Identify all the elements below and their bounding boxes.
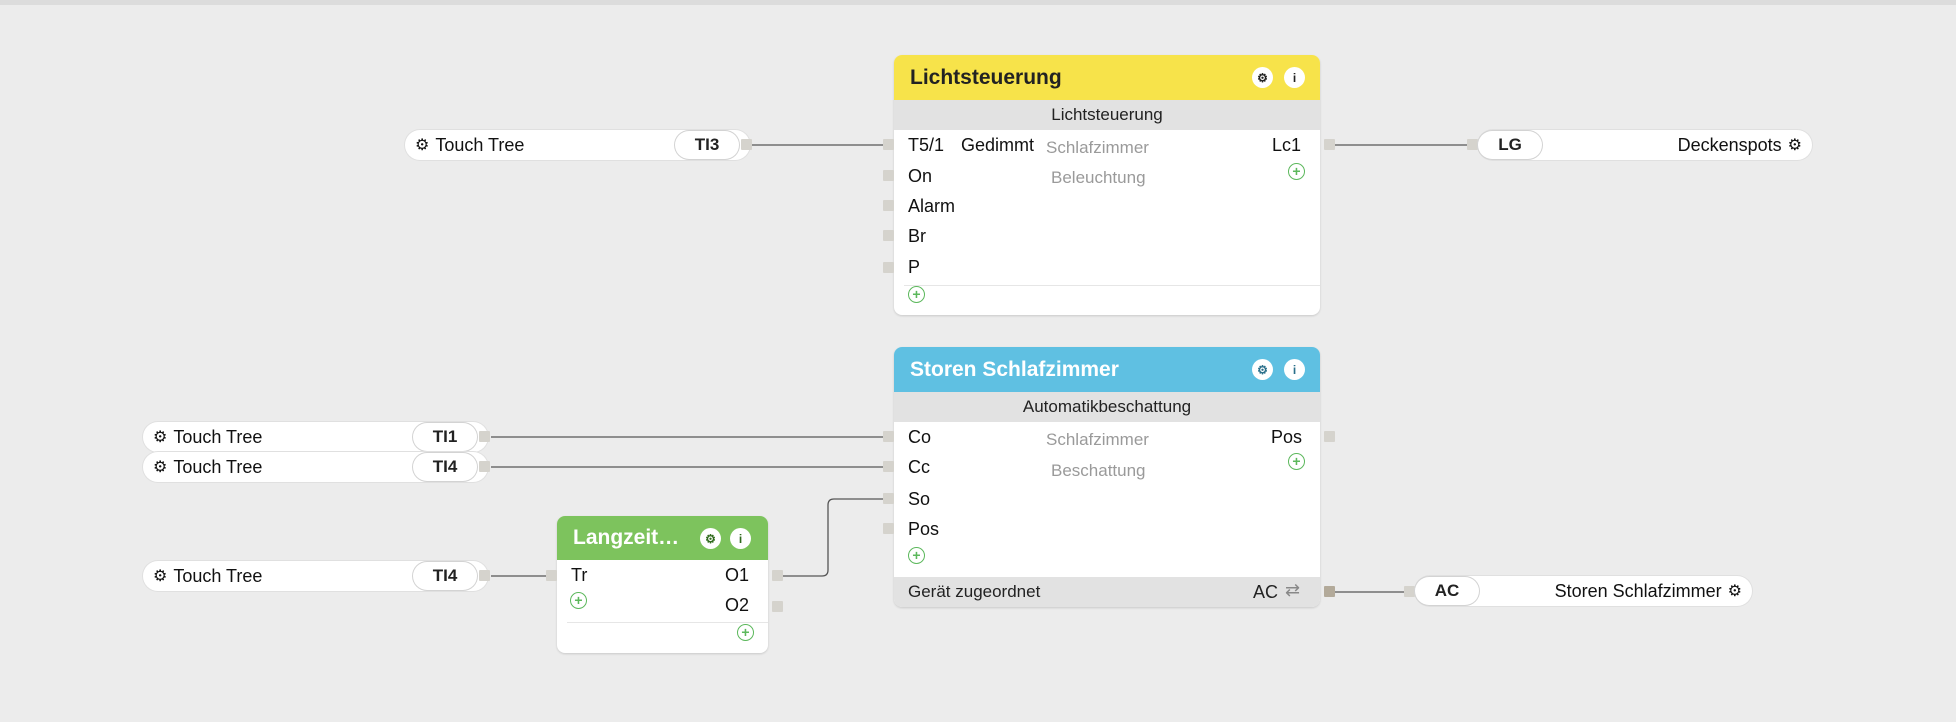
input-port[interactable] [883, 200, 894, 211]
device-port[interactable] [1324, 586, 1335, 597]
input-pin[interactable]: T5/1 [908, 135, 945, 155]
ref-tag: AC [1415, 577, 1479, 605]
block-type: Lichtsteuerung [894, 100, 1320, 130]
input-ref-ti3[interactable]: ⚙ Touch Tree TI3 [405, 130, 750, 160]
ref-tag: TI4 [413, 453, 477, 481]
device-assigned-value: AC [1253, 582, 1279, 602]
add-input-icon[interactable]: + [570, 592, 587, 609]
input-port[interactable] [883, 139, 894, 150]
ref-tag: TI4 [413, 562, 477, 590]
pin-value: Gedimmt [961, 135, 1035, 155]
device-assigned-label: Gerät zugeordnet [908, 582, 1041, 601]
gear-icon[interactable]: ⚙ [153, 429, 168, 446]
block-category: Beleuchtung [1051, 168, 1146, 187]
output-port[interactable] [479, 570, 490, 581]
gear-icon[interactable]: ⚙ [415, 137, 430, 154]
top-border [0, 0, 1956, 5]
block-header[interactable]: Langzeit… ⚙ i [557, 516, 768, 560]
ref-label: Touch Tree [173, 456, 263, 477]
output-pin[interactable]: O2 [725, 595, 750, 615]
output-port[interactable] [479, 461, 490, 472]
output-port[interactable] [479, 431, 490, 442]
block-title: Lichtsteuerung [910, 65, 1062, 89]
output-pin[interactable]: Pos [1271, 427, 1303, 447]
input-ref-ti4-langzeit[interactable]: ⚙ Touch Tree TI4 [143, 561, 488, 591]
input-pin[interactable]: On [908, 166, 933, 186]
output-port[interactable] [772, 570, 783, 581]
add-output-icon[interactable]: + [1288, 163, 1305, 180]
info-icon[interactable]: i [1284, 359, 1305, 380]
wire-o1-so [783, 498, 883, 577]
output-port[interactable] [772, 601, 783, 612]
info-icon[interactable]: i [1284, 67, 1305, 88]
gear-icon[interactable]: ⚙ [153, 459, 168, 476]
output-port[interactable] [741, 139, 752, 150]
add-output-icon[interactable]: + [737, 624, 754, 641]
ref-tag: TI3 [675, 131, 739, 159]
block-room: Schlafzimmer [1046, 138, 1149, 157]
input-pin[interactable]: Co [908, 427, 932, 447]
input-port[interactable] [883, 262, 894, 273]
input-port[interactable] [883, 431, 894, 442]
ref-label: Touch Tree [173, 426, 263, 447]
block-header[interactable]: Storen Schlafzimmer ⚙ i [894, 347, 1320, 392]
block-storen-schlafzimmer[interactable]: Storen Schlafzimmer ⚙ i Automatikbeschat… [894, 347, 1320, 607]
settings-icon[interactable]: ⚙ [700, 528, 721, 549]
swap-icon[interactable]: ⇄ [1285, 580, 1301, 600]
gear-icon[interactable]: ⚙ [1727, 583, 1742, 600]
block-title: Langzeit… [573, 526, 680, 549]
input-pin[interactable]: P [908, 257, 921, 277]
input-pin[interactable]: Cc [908, 457, 930, 477]
info-icon[interactable]: i [730, 528, 751, 549]
block-type: Automatikbeschattung [894, 392, 1320, 422]
output-ref-lg[interactable]: LG Deckenspots ⚙ [1478, 130, 1812, 160]
ref-tag: TI1 [413, 423, 477, 451]
input-port[interactable] [1467, 139, 1478, 150]
output-ref-ac[interactable]: AC Storen Schlafzimmer ⚙ [1415, 576, 1752, 606]
input-port[interactable] [883, 523, 894, 534]
block-title: Storen Schlafzimmer [910, 357, 1119, 381]
device-assignment-bar[interactable]: Gerät zugeordnet AC ⇄ [894, 577, 1320, 607]
input-ref-ti4[interactable]: ⚙ Touch Tree TI4 [143, 452, 488, 482]
ref-label: Deckenspots [1677, 134, 1782, 155]
block-room: Schlafzimmer [1046, 430, 1149, 449]
block-header[interactable]: Lichtsteuerung ⚙ i [894, 55, 1320, 100]
input-pin[interactable]: Tr [571, 565, 588, 585]
block-langzeit[interactable]: Langzeit… ⚙ i Tr + O1 O2 + [557, 516, 768, 653]
ref-label: Storen Schlafzimmer [1554, 580, 1722, 601]
ref-label: Touch Tree [173, 565, 263, 586]
settings-icon[interactable]: ⚙ [1252, 67, 1273, 88]
output-port[interactable] [1324, 431, 1335, 442]
input-port[interactable] [883, 493, 894, 504]
settings-icon[interactable]: ⚙ [1252, 359, 1273, 380]
input-pin[interactable]: Br [908, 226, 926, 246]
block-lichtsteuerung[interactable]: Lichtsteuerung ⚙ i Lichtsteuerung T5/1 G… [894, 55, 1320, 315]
block-category: Beschattung [1051, 461, 1146, 480]
ref-tag: LG [1478, 131, 1542, 159]
input-ref-ti1[interactable]: ⚙ Touch Tree TI1 [143, 422, 488, 452]
input-port[interactable] [1404, 586, 1415, 597]
input-port[interactable] [883, 461, 894, 472]
gear-icon[interactable]: ⚙ [1787, 137, 1802, 154]
output-pin[interactable]: O1 [725, 565, 750, 585]
add-output-icon[interactable]: + [1288, 453, 1305, 470]
output-port[interactable] [1324, 139, 1335, 150]
input-port[interactable] [883, 170, 894, 181]
gear-icon[interactable]: ⚙ [153, 568, 168, 585]
output-pin[interactable]: Lc1 [1272, 135, 1302, 155]
input-port[interactable] [883, 230, 894, 241]
input-pin[interactable]: So [908, 489, 931, 509]
input-pin[interactable]: Pos [908, 519, 940, 539]
input-pin[interactable]: Alarm [908, 196, 956, 216]
input-port[interactable] [546, 570, 557, 581]
divider [904, 285, 1320, 286]
divider [567, 622, 768, 623]
add-input-icon[interactable]: + [908, 547, 925, 564]
add-input-icon[interactable]: + [908, 286, 925, 303]
ref-label: Touch Tree [435, 134, 525, 155]
